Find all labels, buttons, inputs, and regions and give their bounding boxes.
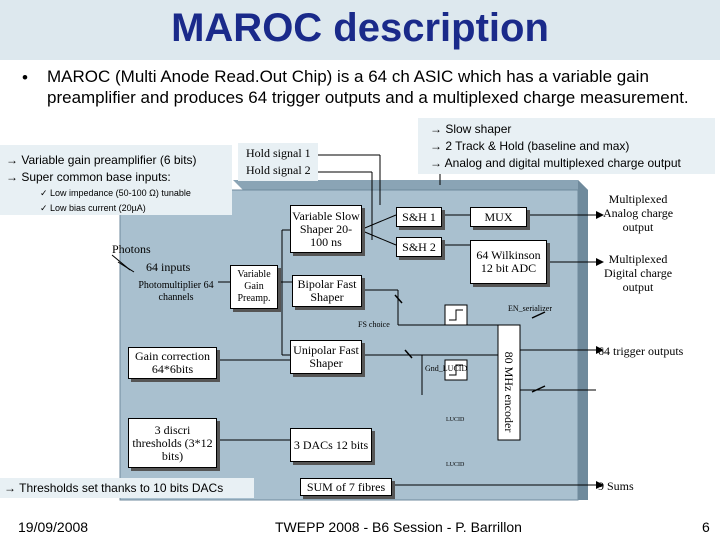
- feature-sub-1: ✓ Low impedance (50-100 Ω) tunable: [40, 188, 191, 198]
- hold-signals-box: Hold signal 1 Hold signal 2: [238, 143, 318, 181]
- feature-sub-2: ✓ Low bias current (20µA): [40, 203, 146, 213]
- trigger-output-label: 64 trigger outputs: [598, 344, 684, 358]
- footer-date: 19/09/2008: [18, 519, 89, 535]
- intro-text: MAROC (Multi Anode Read.Out Chip) is a 6…: [47, 67, 689, 107]
- th-line-1: → Slow shaper: [430, 122, 512, 136]
- sum-block: SUM of 7 fibres: [300, 478, 392, 496]
- gain-correction-block: Gain correction 64*6bits: [128, 347, 217, 379]
- footer-session: TWEPP 2008 - B6 Session - P. Barrillon: [275, 519, 522, 535]
- sh1-block: S&H 1: [396, 207, 442, 227]
- feature-line-2: → Super common base inputs:: [6, 170, 171, 184]
- lucid-label-1: LUCID: [446, 417, 465, 423]
- unipolar-shaper-block: Unipolar Fast Shaper: [290, 340, 362, 374]
- sums-output-label: 9 Sums: [598, 479, 634, 493]
- thresholds-note: → Thresholds set thanks to 10 bits DACs: [0, 478, 254, 498]
- encoder-block: [497, 324, 521, 441]
- th-line-3: → Analog and digital multiplexed charge …: [430, 156, 681, 170]
- slow-shaper-block: Variable Slow Shaper 20-100 ns: [290, 205, 362, 253]
- photons-label: Photons: [112, 242, 151, 256]
- th-line-2: → 2 Track & Hold (baseline and max): [430, 139, 630, 153]
- preamp-block: Variable Gain Preamp.: [230, 265, 278, 309]
- mux-block: MUX: [470, 207, 527, 227]
- track-hold-features-box: → Slow shaper → 2 Track & Hold (baseline…: [418, 118, 715, 174]
- adc-block: 64 Wilkinson 12 bit ADC: [470, 240, 547, 284]
- analog-output-label: Multiplexed Analog charge output: [602, 192, 674, 234]
- gnd-lucid-label: Gnd_LUCID: [425, 364, 468, 373]
- bipolar-shaper-block: Bipolar Fast Shaper: [292, 275, 362, 307]
- hold-signal-1: Hold signal 1: [246, 146, 311, 160]
- hold-signal-2: Hold signal 2: [246, 163, 311, 177]
- discri-thresholds-block: 3 discri thresholds (3*12 bits): [128, 418, 217, 468]
- bullet-marker: •: [22, 68, 28, 87]
- slide-title: MAROC description: [171, 6, 549, 50]
- chip-top-face: [233, 180, 588, 190]
- sh2-block: S&H 2: [396, 237, 442, 257]
- digital-output-label: Multiplexed Digital charge output: [603, 252, 673, 294]
- lucid-label-2: LUCID: [446, 462, 465, 468]
- title-band: [0, 0, 720, 60]
- dacs-block: 3 DACs 12 bits: [290, 428, 372, 462]
- encoder-label: 80 MHz encoder: [502, 351, 516, 433]
- inputs-label: 64 inputs: [146, 260, 191, 274]
- feature-line-1: → Variable gain preamplifier (6 bits): [6, 153, 197, 167]
- en-serializer-label: EN_serializer: [508, 304, 552, 313]
- footer-page-number: 6: [702, 519, 710, 535]
- chip-side-face: [578, 180, 588, 500]
- fs-choice-label: FS choice: [358, 320, 390, 329]
- preamp-features-box: → Variable gain preamplifier (6 bits) → …: [0, 145, 232, 215]
- pmt-label: Photomultiplier 64 channels: [138, 280, 214, 303]
